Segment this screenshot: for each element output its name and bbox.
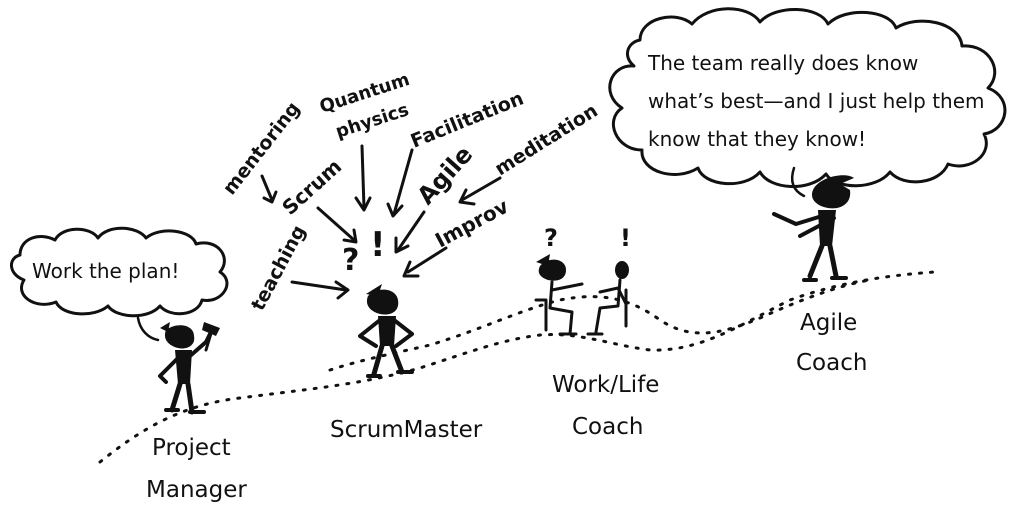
pm-bubble-text: Work the plan! — [32, 259, 179, 283]
agile-coach-figure — [772, 175, 854, 282]
role-project-manager-line2: Manager — [146, 477, 247, 503]
work-life-coach-figures — [534, 254, 629, 336]
sm-question-mark: ? — [342, 243, 359, 278]
role-agile-coach-line1: Agile — [800, 310, 857, 336]
agile-coach-bubble-tail — [790, 166, 806, 198]
skill-arrows — [260, 144, 502, 300]
role-work-life-coach-line2: Coach — [572, 414, 643, 440]
agile-coach-thought-bubble — [608, 7, 1007, 188]
wl-exclamation-mark: ! — [620, 224, 631, 252]
dotted-path-lower — [328, 278, 872, 372]
agile-coach-bubble-line3: know that they know! — [648, 127, 866, 151]
role-agile-coach-line2: Coach — [796, 350, 867, 376]
role-project-manager-line1: Project — [152, 435, 231, 461]
project-manager-figure — [158, 322, 220, 415]
scrummaster-figure — [358, 284, 414, 378]
skill-agile: Agile — [412, 140, 479, 210]
agile-coach-bubble-line2: what’s best—and I just help them — [648, 89, 985, 113]
skill-facilitation: Facilitation — [408, 87, 527, 152]
pm-thought-bubble — [10, 226, 229, 318]
role-scrummaster: ScrumMaster — [330, 417, 483, 443]
sm-exclamation-mark: ! — [370, 225, 386, 265]
skill-teaching: teaching — [247, 222, 310, 315]
pm-bubble-tail — [136, 316, 160, 342]
dotted-path — [98, 270, 937, 464]
role-work-life-coach-line1: Work/Life — [552, 372, 659, 398]
skill-scrum: Scrum — [277, 154, 346, 219]
agile-coach-bubble-line1: The team really does know — [647, 51, 918, 75]
wl-question-mark: ? — [544, 224, 558, 252]
skill-mentoring: mentoring — [219, 98, 305, 199]
